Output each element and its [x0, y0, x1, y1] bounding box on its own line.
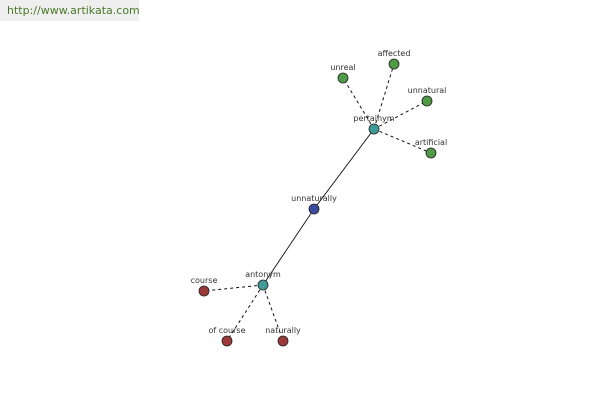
node-affected[interactable]: affected	[378, 49, 411, 70]
edge-pertainym-to-affected	[373, 63, 395, 130]
source-banner: http://www.artikata.com	[0, 0, 140, 21]
node-circle-unreal[interactable]	[337, 72, 349, 84]
edge-pertainym-to-artificial	[373, 128, 432, 154]
node-unnatural[interactable]: unnatural	[408, 86, 447, 107]
edge-unnaturally-to-antonym	[262, 208, 315, 286]
graph-nodes: unnaturally pertainym antonym unreal affecte…	[191, 49, 447, 347]
edge-antonym-to-course	[203, 284, 264, 292]
node-circle-artificial[interactable]	[425, 147, 437, 159]
node-circle-antonym[interactable]	[257, 279, 269, 291]
graph-edges	[203, 63, 432, 342]
node-label-of_course: of course	[209, 326, 246, 335]
node-label-naturally: naturally	[265, 326, 301, 335]
edge-pertainym-to-unnatural	[373, 100, 428, 130]
node-artificial[interactable]: artificial	[415, 138, 447, 159]
node-circle-of_course[interactable]	[221, 335, 233, 347]
node-naturally[interactable]: naturally	[265, 326, 301, 347]
node-label-unnaturally: unnaturally	[291, 194, 337, 203]
node-label-pertainym: pertainym	[353, 114, 394, 123]
node-circle-unnaturally[interactable]	[308, 203, 320, 215]
node-unnaturally[interactable]: unnaturally	[291, 194, 337, 215]
edge-pertainym-to-unreal	[342, 77, 375, 130]
edge-unnaturally-to-pertainym	[313, 128, 375, 210]
node-circle-affected[interactable]	[388, 58, 400, 70]
node-label-unnatural: unnatural	[408, 86, 447, 95]
node-of_course[interactable]: of course	[209, 326, 246, 347]
node-circle-unnatural[interactable]	[421, 95, 433, 107]
node-circle-course[interactable]	[198, 285, 210, 297]
node-label-antonym: antonym	[245, 270, 281, 279]
node-course[interactable]: course	[191, 276, 218, 297]
node-circle-naturally[interactable]	[277, 335, 289, 347]
source-link[interactable]: http://www.artikata.com	[7, 4, 140, 17]
node-label-course: course	[191, 276, 218, 285]
edge-antonym-to-naturally	[262, 284, 284, 342]
node-unreal[interactable]: unreal	[330, 63, 356, 84]
node-antonym[interactable]: antonym	[245, 270, 281, 291]
node-label-artificial: artificial	[415, 138, 447, 147]
node-circle-pertainym[interactable]	[368, 123, 380, 135]
node-pertainym[interactable]: pertainym	[353, 114, 395, 135]
node-label-affected: affected	[378, 49, 411, 58]
edge-antonym-to-of_course	[226, 284, 264, 342]
node-label-unreal: unreal	[330, 63, 355, 72]
